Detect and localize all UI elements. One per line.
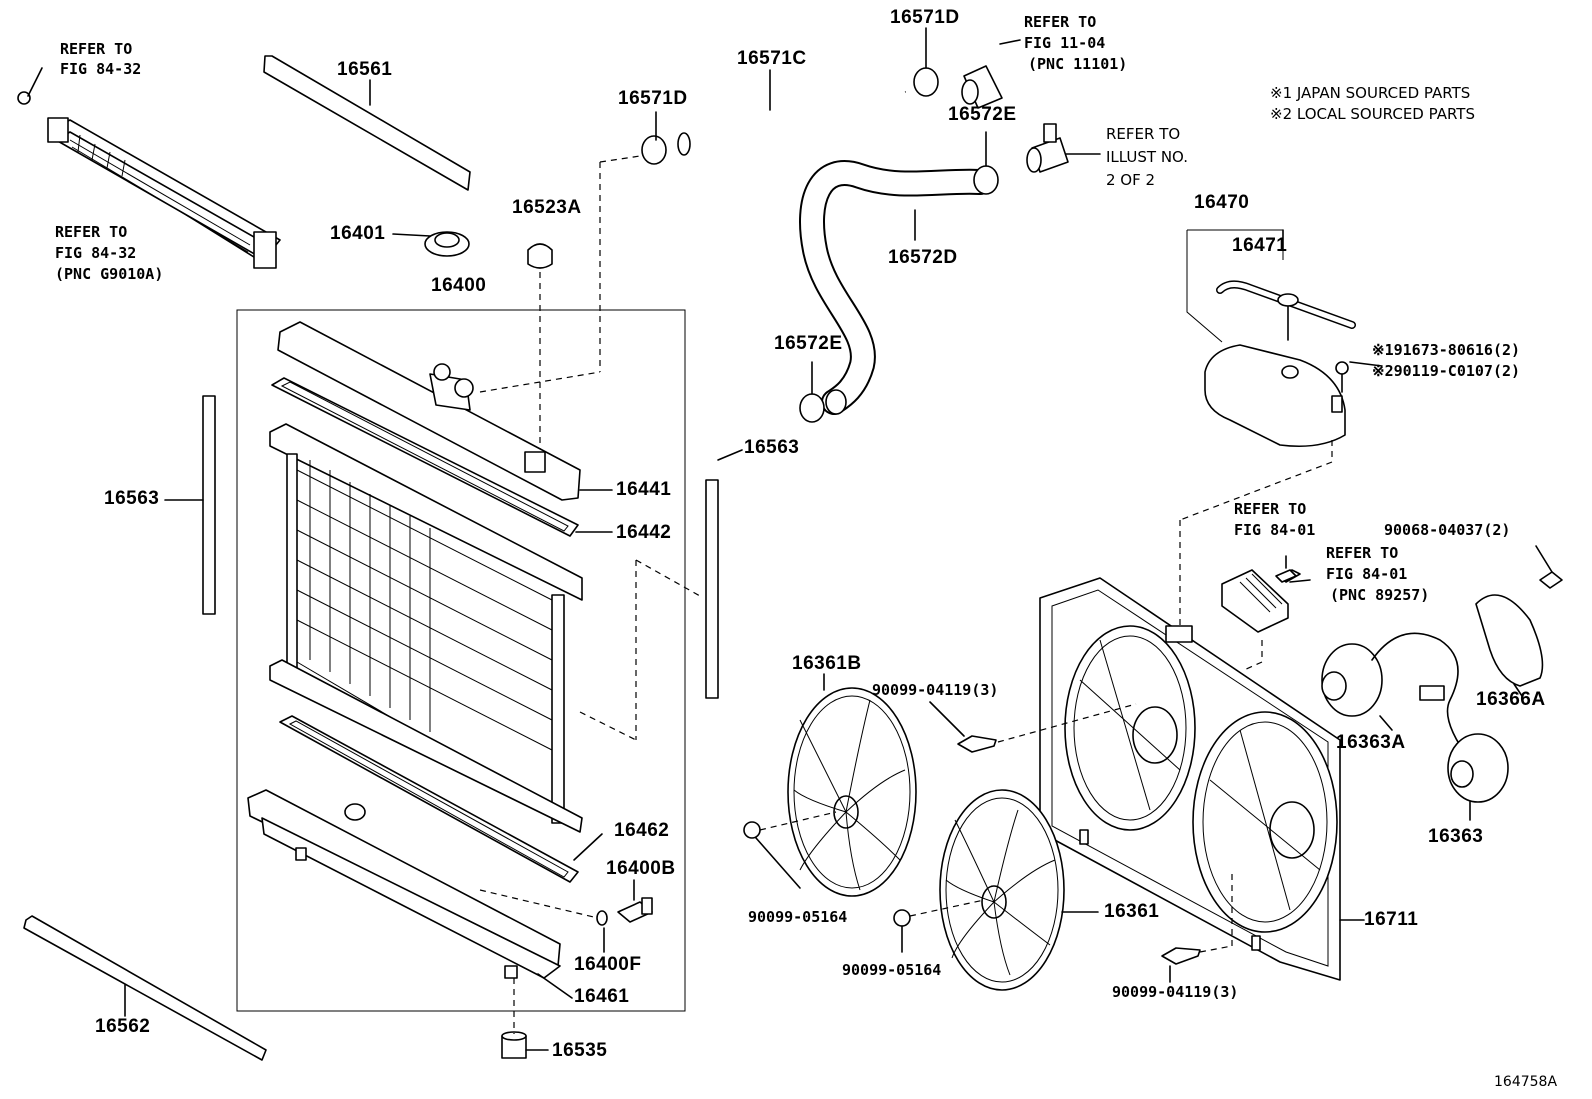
label-16563-right: 16563	[744, 437, 800, 458]
label-91673: ※191673-80616(2)	[1372, 341, 1521, 359]
lower-tank-16461	[247, 789, 599, 999]
seal-16561	[263, 55, 471, 191]
oil-cooler	[17, 67, 281, 269]
screw-90099-04119-b	[1161, 874, 1233, 983]
radiator-cap-16401	[392, 231, 470, 257]
label-90099-04119-b: 90099-04119(3)	[1112, 983, 1239, 1001]
label-16442: 16442	[616, 522, 672, 543]
radiator-core	[269, 423, 583, 833]
ref-11-04-l3: (PNC 11101)	[1028, 55, 1128, 73]
reservoir-16470	[1179, 229, 1346, 626]
figure-id: 164758A	[1494, 1074, 1558, 1090]
ref-11-04-l1: REFER TO	[1024, 13, 1097, 31]
ref-illust-l2: ILLUST NO.	[1106, 148, 1189, 166]
motor-16363A	[1321, 632, 1471, 761]
motor-16363	[1447, 733, 1509, 821]
label-16571C: 16571C	[737, 48, 807, 69]
label-16363A: 16363A	[1336, 732, 1406, 753]
label-90099-05164-a: 90099-05164	[748, 908, 848, 926]
label-90068: 90068-04037(2)	[1384, 521, 1511, 539]
label-16400F: 16400F	[574, 954, 642, 975]
label-16572E-left: 16572E	[774, 333, 843, 354]
label-16563-left: 16563	[104, 488, 160, 509]
fan-shroud-16711	[1039, 577, 1365, 981]
label-90119: ※290119-C0107(2)	[1372, 362, 1521, 380]
label-16471: 16471	[1232, 235, 1288, 256]
label-16572D: 16572D	[888, 247, 958, 268]
seal-16563-left	[202, 395, 216, 615]
note-local-sourced: ※2 LOCAL SOURCED PARTS	[1270, 105, 1475, 123]
label-16462: 16462	[614, 820, 670, 841]
label-16571D-top: 16571D	[890, 7, 960, 28]
note-japan-sourced: ※1 JAPAN SOURCED PARTS	[1270, 84, 1471, 102]
clamp-16572E-left	[799, 361, 825, 423]
ref-84-32-mid-l2: FIG 84-32	[55, 244, 137, 262]
label-16571D-left: 16571D	[618, 88, 688, 109]
label-16561: 16561	[337, 59, 393, 80]
label-16400: 16400	[431, 275, 487, 296]
ref-84-01-b-l3: (PNC 89257)	[1330, 586, 1430, 604]
ref-84-32-top-l2: FIG 84-32	[60, 60, 142, 78]
label-90099-04119-a: 90099-04119(3)	[872, 681, 999, 699]
drain-cock-16400B	[617, 879, 653, 923]
label-16572E-top: 16572E	[948, 104, 1017, 125]
outlet-ref-illust	[1026, 123, 1101, 173]
pipe-ref-11-04	[961, 39, 1021, 109]
gasket-16442	[271, 377, 579, 537]
label-16363: 16363	[1428, 826, 1484, 847]
ref-84-01-b-l2: FIG 84-01	[1326, 565, 1408, 583]
fan-resistor	[1221, 569, 1311, 671]
overflow-hose-16471	[1216, 280, 1356, 341]
clamp-16572E-top	[973, 131, 999, 195]
upper-tank-16441	[277, 321, 613, 501]
ref-84-01-b-l1: REFER TO	[1326, 544, 1399, 562]
label-16400B: 16400B	[606, 858, 676, 879]
ref-illust-l1: REFER TO	[1106, 125, 1181, 143]
reservoir-bolt	[1335, 361, 1383, 393]
ref-84-01-a-l1: REFER TO	[1234, 500, 1307, 518]
fan-16361B	[787, 673, 917, 897]
ref-84-32-mid-l1: REFER TO	[55, 223, 128, 241]
clamp-16571D-top	[913, 27, 939, 97]
label-90099-05164-b: 90099-05164	[842, 961, 942, 979]
bolt-ref-84-01	[1275, 555, 1297, 583]
screw-90068-04037	[1535, 545, 1563, 589]
cushion-16535	[501, 978, 549, 1059]
label-16361: 16361	[1104, 901, 1160, 922]
upper-hose-16571C	[677, 69, 908, 156]
screw-90099-04119-a	[929, 701, 1137, 753]
radiator-assembly-box	[236, 309, 686, 1012]
label-16361B: 16361B	[792, 653, 862, 674]
label-16366A: 16366A	[1476, 689, 1546, 710]
seal-16562	[23, 915, 267, 1061]
label-16401: 16401	[330, 223, 386, 244]
label-16711: 16711	[1364, 909, 1419, 930]
lower-hose-16572D	[799, 160, 993, 415]
label-16461: 16461	[574, 986, 630, 1007]
o-ring-16400F	[596, 910, 608, 953]
cover-16366A	[1475, 594, 1544, 697]
seal-16563-right	[705, 479, 719, 699]
label-16470: 16470	[1194, 192, 1250, 213]
ref-11-04-l2: FIG 11-04	[1024, 34, 1106, 52]
label-16535: 16535	[552, 1040, 608, 1061]
label-16562: 16562	[95, 1016, 151, 1037]
ref-84-32-mid-l3: (PNC G9010A)	[55, 265, 164, 283]
fan-16361	[939, 789, 1099, 991]
ref-illust-l3: 2 OF 2	[1106, 171, 1156, 189]
label-16523A: 16523A	[512, 197, 582, 218]
gasket-16462	[279, 715, 579, 883]
ref-84-01-a-l2: FIG 84-01	[1234, 521, 1316, 539]
nut-90099-05164-b	[893, 899, 985, 953]
nut-90099-05164-a	[743, 811, 837, 889]
clamp-16571D-left	[479, 111, 667, 393]
ref-84-32-top-l1: REFER TO	[60, 40, 133, 58]
label-16441: 16441	[616, 479, 672, 500]
plug-16523A	[527, 243, 553, 460]
